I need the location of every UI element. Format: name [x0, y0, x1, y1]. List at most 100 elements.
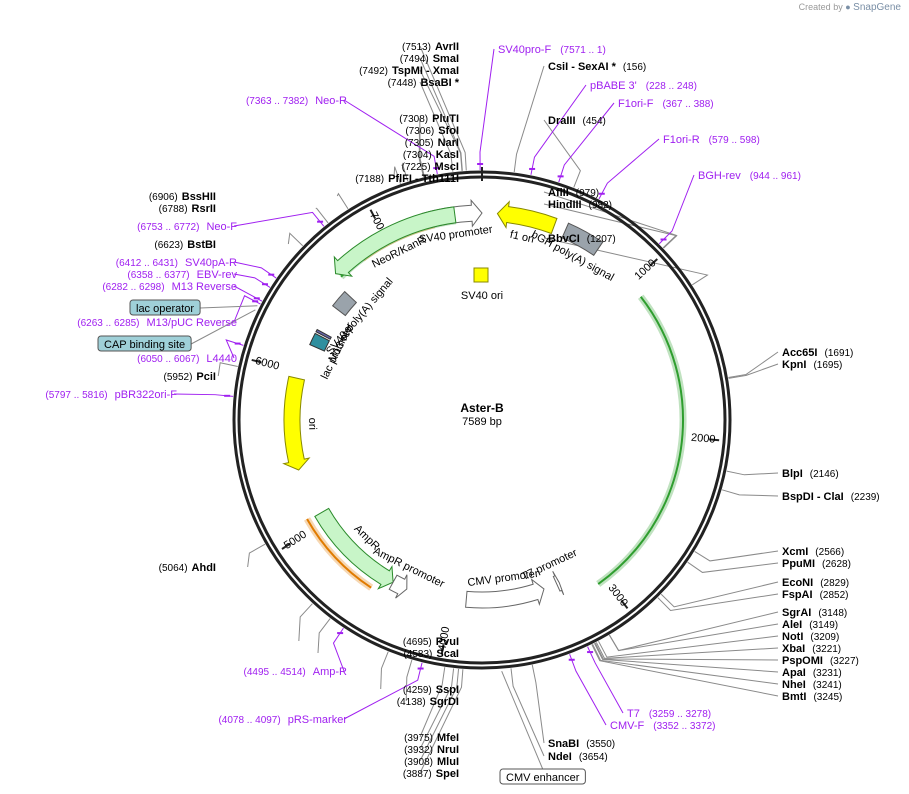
site-position: (2852)	[820, 590, 849, 601]
feature-arrow[interactable]	[309, 332, 331, 352]
site-label[interactable]: BbvCI(1207)	[548, 233, 616, 245]
primer-name: M13/pUC Reverse	[147, 317, 237, 329]
site-label[interactable]: AflII(979)	[548, 187, 599, 199]
site-label[interactable]: (5952)PciI	[164, 371, 216, 383]
site-label[interactable]: (7513)AvrII	[402, 41, 459, 53]
site-label[interactable]: (6788)RsrII	[159, 203, 216, 215]
primer-label[interactable]: T7(3259 .. 3278)	[627, 708, 711, 720]
site-position: (156)	[623, 62, 646, 73]
feature-label: T7 promoter	[520, 547, 580, 583]
site-label[interactable]: KpnI(1695)	[782, 359, 842, 371]
primer-label[interactable]: (6282 .. 6298)M13 Reverse	[102, 281, 237, 293]
primer-label[interactable]: SV40pro-F(7571 .. 1)	[498, 44, 606, 56]
site-label[interactable]: (3975)MfeI	[404, 732, 459, 744]
site-position: (5064)	[159, 563, 188, 574]
primer-label[interactable]: (6412 .. 6431)SV40pA-R	[116, 257, 237, 269]
site-label[interactable]: NotI(3209)	[782, 631, 839, 643]
site-name: SnaBI	[548, 738, 579, 750]
primer-label[interactable]: (6050 .. 6067)L4440	[137, 353, 237, 365]
site-label[interactable]: ApaI(3231)	[782, 667, 842, 679]
site-label[interactable]: CsiI - SexAI *(156)	[548, 61, 646, 73]
primer-label[interactable]: F1ori-F(367 .. 388)	[618, 98, 714, 110]
site-label[interactable]: (4583)ScaI	[403, 648, 459, 660]
boxed-feature[interactable]: lac operator	[129, 299, 201, 316]
primer-name: Neo-F	[206, 221, 237, 233]
primer-label[interactable]: (4495 .. 4514)Amp-R	[244, 666, 348, 678]
site-label[interactable]: (7305)NarI	[405, 137, 459, 149]
site-label[interactable]: (3908)MluI	[404, 756, 459, 768]
site-label[interactable]: (7188)PflFI - Tth111I	[355, 173, 459, 185]
site-label[interactable]: (6906)BssHII	[149, 191, 216, 203]
site-label[interactable]: BmtI(3245)	[782, 691, 842, 703]
leader-line	[501, 671, 544, 770]
site-label[interactable]: (3887)SpeI	[403, 768, 459, 780]
leader-line	[591, 644, 779, 697]
feature-arrow[interactable]	[496, 200, 558, 235]
site-label[interactable]: (4259)SspI	[403, 684, 459, 696]
site-position: (3241)	[813, 680, 842, 691]
primer-label[interactable]: (6263 .. 6285)M13/pUC Reverse	[77, 317, 237, 329]
site-label[interactable]: (7308)PluTI	[399, 113, 459, 125]
site-label[interactable]: BlpI(2146)	[782, 468, 839, 480]
site-label[interactable]: (5064)AhdI	[159, 562, 216, 574]
feature-arrow[interactable]	[552, 571, 565, 596]
site-name: PflFI - Tth111I	[388, 173, 459, 185]
site-label[interactable]: FspAI(2852)	[782, 589, 848, 601]
site-label[interactable]: (4695)PvuI	[403, 636, 459, 648]
site-label[interactable]: XbaI(3221)	[782, 643, 841, 655]
site-label[interactable]: PpuMI(2628)	[782, 558, 851, 570]
feature-arrow[interactable]	[388, 574, 408, 599]
boxed-feature[interactable]: CMV enhancer	[499, 768, 586, 785]
site-name: BstBI	[187, 239, 216, 251]
site-label[interactable]: (6623)BstBI	[154, 239, 216, 251]
site-position: (4138)	[397, 697, 426, 708]
feature-arrow[interactable]	[333, 206, 457, 277]
primer-label[interactable]: (6753 .. 6772)Neo-F	[137, 221, 237, 233]
site-label[interactable]: DraIII(454)	[548, 115, 606, 127]
primer-label[interactable]: pBABE 3'(228 .. 248)	[590, 80, 697, 92]
site-label[interactable]: SgrAI(3148)	[782, 607, 847, 619]
leader-line	[598, 635, 779, 658]
feature-arrow[interactable]	[331, 290, 358, 317]
site-label[interactable]: HindIII(982)	[548, 199, 612, 211]
feature-arrow[interactable]	[561, 222, 604, 257]
site-label[interactable]: (7492)TspMI - XmaI	[359, 65, 459, 77]
leader-lines	[173, 45, 779, 774]
boxed-feature[interactable]: CAP binding site	[97, 335, 192, 352]
site-label[interactable]: (7304)KasI	[403, 149, 459, 161]
site-label[interactable]: NheI(3241)	[782, 679, 842, 691]
primer-label[interactable]: BGH-rev(944 .. 961)	[698, 170, 801, 182]
feature-arrow[interactable]	[315, 328, 332, 340]
primer-label[interactable]: (5797 .. 5816)pBR322ori-F	[45, 389, 177, 401]
site-label[interactable]: (7494)SmaI	[400, 53, 459, 65]
boxed-feature-label: lac operator	[136, 303, 194, 315]
feature-arrow[interactable]	[465, 578, 545, 609]
site-name: MfeI	[437, 732, 459, 744]
primer-label[interactable]: F1ori-R(579 .. 598)	[663, 134, 760, 146]
site-label[interactable]: Acc65I(1691)	[782, 347, 853, 359]
site-label[interactable]: (7448)BsaBI *	[388, 77, 460, 89]
feature-arrow[interactable]	[282, 375, 311, 471]
leader-line	[332, 627, 345, 672]
site-name: NarI	[438, 137, 459, 149]
primer-label[interactable]: (7363 .. 7382)Neo-R	[246, 95, 347, 107]
site-label[interactable]: SnaBI(3550)	[548, 738, 615, 750]
site-label[interactable]: BspDI - ClaI(2239)	[782, 491, 880, 503]
primer-label[interactable]: (4078 .. 4097)pRS-marker	[218, 714, 347, 726]
site-position: (4695)	[403, 637, 432, 648]
leader-line	[598, 138, 660, 200]
site-label[interactable]: (4138)SgrDI	[397, 696, 459, 708]
site-label[interactable]: NdeI(3654)	[548, 751, 608, 763]
primer-label[interactable]: CMV-F(3352 .. 3372)	[610, 720, 716, 732]
leader-line	[726, 470, 779, 476]
primer-label[interactable]: (6358 .. 6377)EBV-rev	[127, 269, 237, 281]
site-label[interactable]: EcoNI(2829)	[782, 577, 849, 589]
site-label[interactable]: PspOMI(3227)	[782, 655, 859, 667]
site-label[interactable]: (7306)SfoI	[405, 125, 459, 137]
site-label[interactable]: (7225)MscI	[402, 161, 459, 173]
site-label[interactable]: (3932)NruI	[404, 744, 459, 756]
site-label[interactable]: XcmI(2566)	[782, 546, 844, 558]
site-label[interactable]: AleI(3149)	[782, 619, 838, 631]
sv40-ori-marker[interactable]	[473, 267, 489, 283]
